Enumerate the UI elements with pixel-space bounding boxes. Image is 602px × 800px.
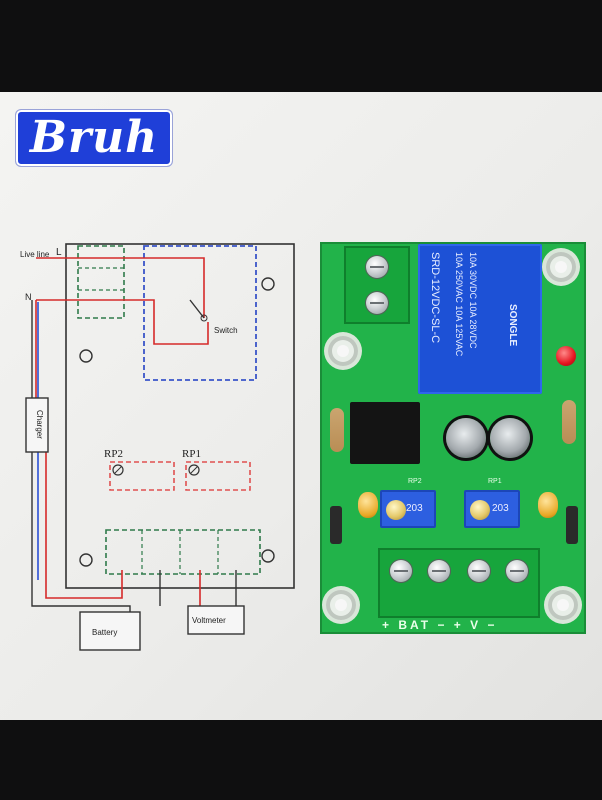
rp2-label: RP2	[104, 448, 123, 460]
relay-brand: SONGLE	[507, 304, 518, 347]
mount-hole-icon	[328, 336, 358, 366]
rp2-silk-label: RP2	[408, 478, 422, 485]
potentiometer-rp1[interactable]: 203	[464, 490, 520, 528]
terminal-screw-icon	[428, 560, 450, 582]
potentiometer-rp2[interactable]: 203	[380, 490, 436, 528]
diode-icon	[330, 506, 342, 544]
logo-text: Bruh	[29, 112, 159, 163]
mount-hole-icon	[546, 252, 576, 282]
live-line-label: Live line	[20, 250, 50, 259]
terminal-screw-icon	[468, 560, 490, 582]
capacitor-icon	[446, 418, 486, 458]
terminal-screw-icon	[366, 256, 388, 278]
mount-hole-icon	[548, 590, 578, 620]
bruh-logo: Bruh	[16, 110, 172, 166]
rp1-silk-label: RP1	[488, 478, 502, 485]
diode-icon	[566, 506, 578, 544]
relay-model: SRD-12VDC-SL-C	[429, 252, 441, 344]
voltmeter-label: Voltmeter	[192, 616, 226, 625]
pot-adjust-screw-icon[interactable]	[386, 500, 406, 520]
ceramic-capacitor-icon	[358, 492, 378, 518]
charger-label: Charger	[35, 410, 44, 439]
switch-label: Switch	[214, 326, 238, 335]
terminal-screw-icon	[366, 292, 388, 314]
pot-value-left: 203	[406, 503, 423, 514]
battery-label: Battery	[92, 628, 118, 637]
rp1-label: RP1	[182, 448, 201, 460]
top-screw-terminal	[344, 246, 410, 324]
resistor-icon	[330, 408, 344, 452]
led-icon	[556, 346, 576, 366]
pot-value-right: 203	[492, 503, 509, 514]
relay-rating-1: 10A 250VAC 10A 125VAC	[454, 252, 464, 357]
pot-adjust-screw-icon[interactable]	[470, 500, 490, 520]
bottom-screw-terminal	[378, 548, 540, 618]
terminal-screw-icon	[390, 560, 412, 582]
terminal-screw-icon	[506, 560, 528, 582]
bottom-silk-label: + BAT − + V −	[382, 618, 498, 632]
resistor-icon	[562, 400, 576, 444]
capacitor-icon	[490, 418, 530, 458]
live-line-letter: L	[56, 247, 62, 258]
mount-hole-icon	[326, 590, 356, 620]
neutral-label: N	[25, 292, 32, 302]
ceramic-capacitor-icon	[538, 492, 558, 518]
relay: SRD-12VDC-SL-C 10A 250VAC 10A 125VAC 10A…	[418, 244, 542, 394]
relay-rating-2: 10A 30VDC 10A 28VDC	[468, 252, 478, 349]
ic-chip	[350, 402, 420, 464]
